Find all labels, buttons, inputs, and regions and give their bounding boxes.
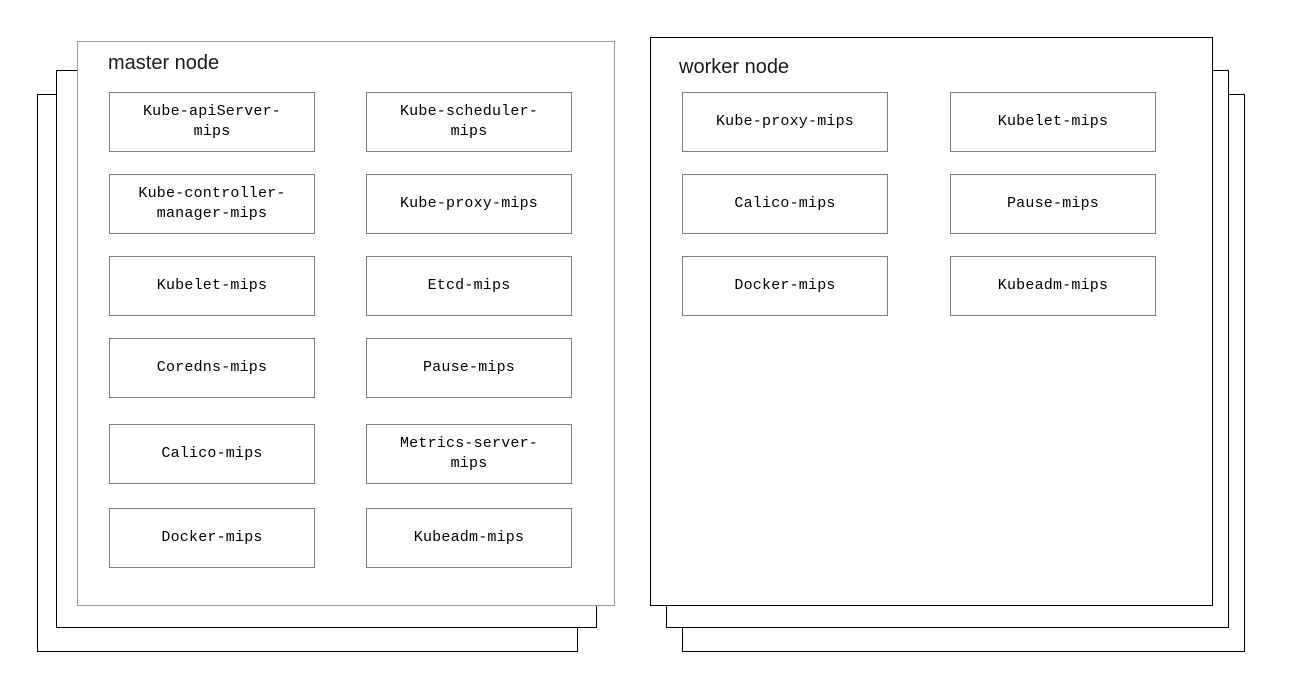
worker-node-title: worker node [679,56,790,78]
worker-component-pause[interactable]: Pause-mips [950,174,1156,234]
master-component-label: Kube-scheduler- mips [399,103,539,140]
master-component-label: Kube-controller- manager-mips [138,185,286,222]
master-component-label: Kubeadm-mips [413,529,525,546]
worker-component-label: Kubelet-mips [997,113,1109,130]
master-component-metrics-server[interactable]: Metrics-server- mips [366,424,572,484]
worker-component-docker[interactable]: Docker-mips [682,256,888,316]
master-component-coredns[interactable]: Coredns-mips [109,338,315,398]
worker-component-label: Docker-mips [734,277,836,294]
master-component-label: Metrics-server- mips [399,435,539,472]
master-component-calico[interactable]: Calico-mips [109,424,315,484]
master-component-etcd[interactable]: Etcd-mips [366,256,572,316]
master-component-label: Kubelet-mips [156,277,268,294]
master-component-kubelet[interactable]: Kubelet-mips [109,256,315,316]
master-component-label: Calico-mips [161,445,263,462]
master-component-docker[interactable]: Docker-mips [109,508,315,568]
master-component-label: Docker-mips [161,529,263,546]
worker-component-kubelet[interactable]: Kubelet-mips [950,92,1156,152]
master-component-pause[interactable]: Pause-mips [366,338,572,398]
master-component-label: Pause-mips [422,359,515,376]
worker-component-label: Calico-mips [734,195,836,212]
master-component-kube-apiserver[interactable]: Kube-apiServer- mips [109,92,315,152]
worker-component-kubeadm[interactable]: Kubeadm-mips [950,256,1156,316]
master-component-kube-proxy[interactable]: Kube-proxy-mips [366,174,572,234]
master-node-title: master node [108,52,220,74]
master-component-label: Coredns-mips [156,359,268,376]
master-component-label: Kube-proxy-mips [399,195,539,212]
worker-component-label: Kube-proxy-mips [715,113,855,130]
worker-component-label: Pause-mips [1006,195,1099,212]
master-component-kube-scheduler[interactable]: Kube-scheduler- mips [366,92,572,152]
worker-component-calico[interactable]: Calico-mips [682,174,888,234]
worker-component-label: Kubeadm-mips [997,277,1109,294]
master-component-kube-controller-manager[interactable]: Kube-controller- manager-mips [109,174,315,234]
worker-component-kube-proxy[interactable]: Kube-proxy-mips [682,92,888,152]
master-component-kubeadm[interactable]: Kubeadm-mips [366,508,572,568]
master-component-label: Etcd-mips [427,277,511,294]
master-component-label: Kube-apiServer- mips [142,103,282,140]
